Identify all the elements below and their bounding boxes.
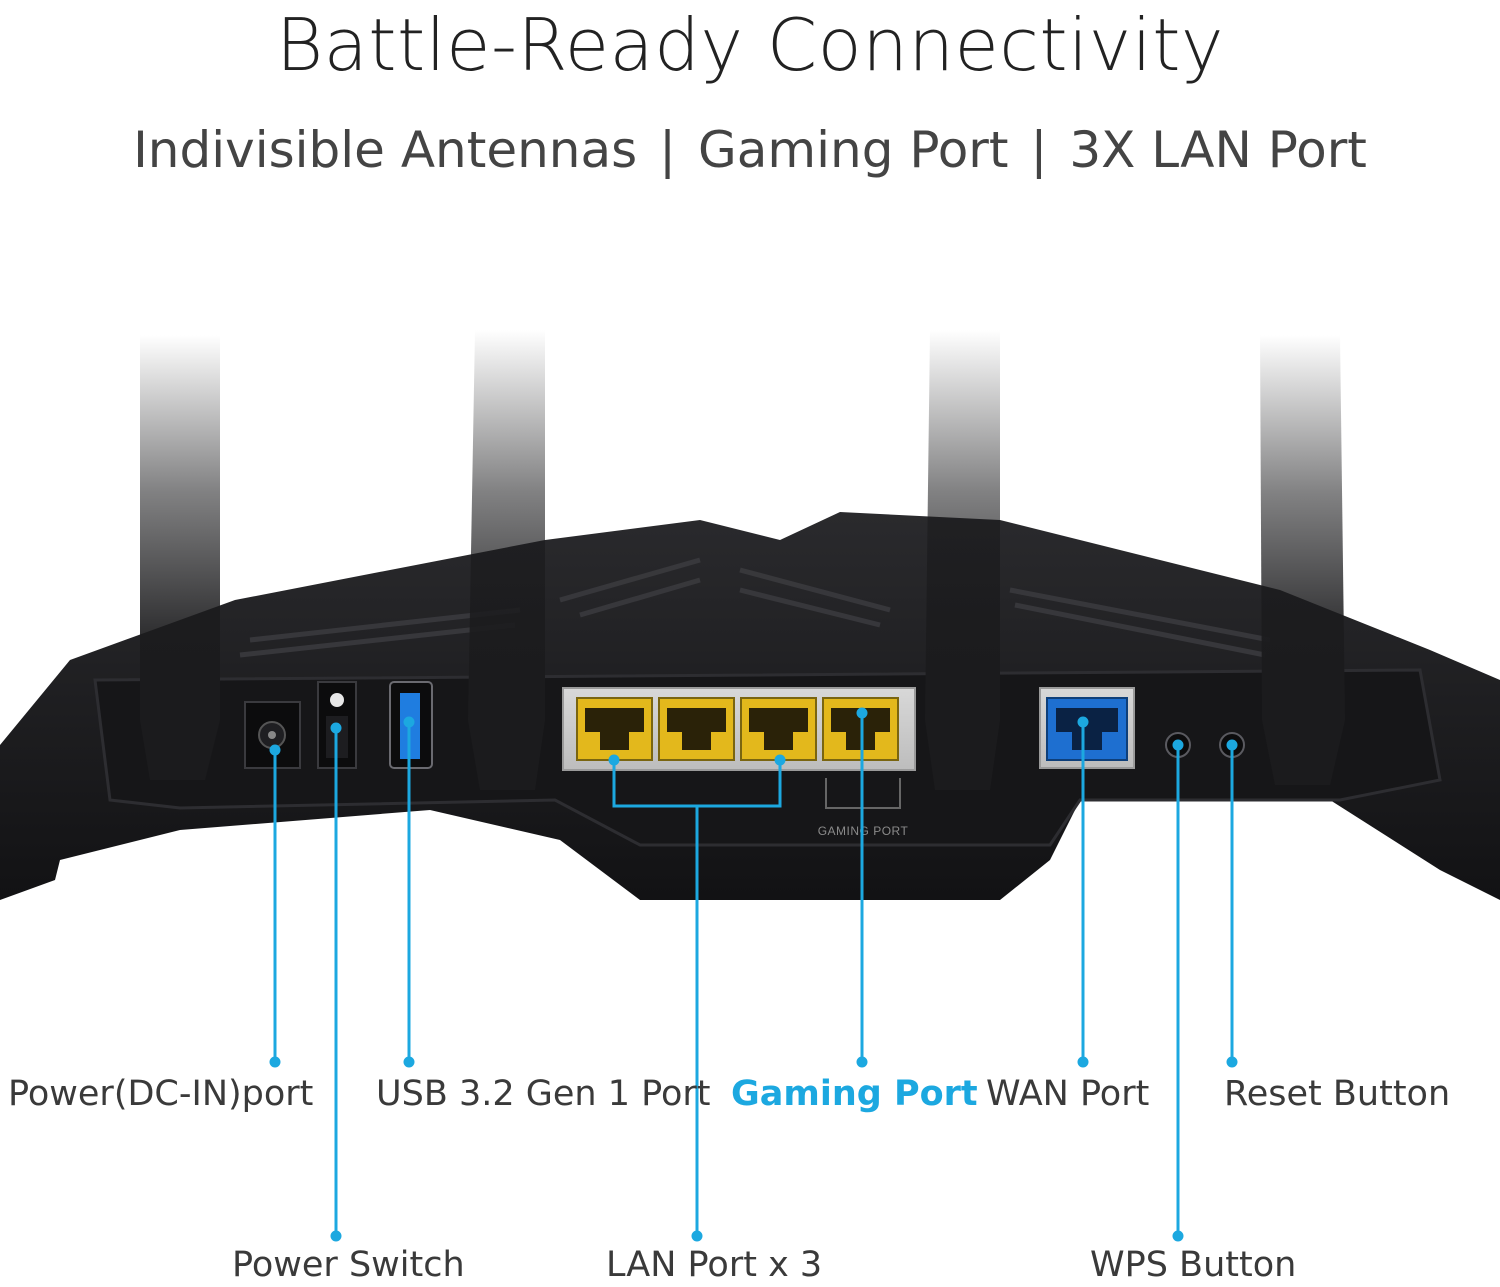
label-power-dc-in: Power(DC-IN)port [8,1074,314,1114]
label-wan-port: WAN Port [986,1074,1150,1114]
label-usb-port: USB 3.2 Gen 1 Port [376,1074,711,1114]
subtitle-lan-ports: 3X LAN Port [1069,121,1367,179]
antenna-4 [1260,335,1345,785]
subtitle-antennas: Indivisible Antennas [133,121,638,179]
subtitle-gaming-port: Gaming Port [698,121,1009,179]
lan-port-2 [658,697,735,761]
label-reset-button: Reset Button [1224,1074,1451,1114]
subtitle: Indivisible Antennas | Gaming Port | 3X LAN … [0,118,1500,182]
label-lan-ports: LAN Port x 3 [606,1245,823,1285]
lan-port-3 [740,697,817,761]
lan-port-1 [576,697,653,761]
label-power-switch: Power Switch [232,1245,465,1285]
dc-in-port [244,701,301,769]
callout-lines [269,707,1238,1242]
label-wps-button: WPS Button [1090,1245,1297,1285]
subtitle-separator: | [1030,121,1048,179]
subtitle-separator: | [659,121,677,179]
label-gaming-port: Gaming Port [731,1074,978,1114]
antenna-3 [925,330,1000,790]
page-title: Battle-Ready Connectivity [275,3,1225,87]
antenna-1 [140,335,220,780]
antenna-2 [468,330,545,790]
antennas [140,330,1345,790]
wan-port [1039,687,1135,769]
